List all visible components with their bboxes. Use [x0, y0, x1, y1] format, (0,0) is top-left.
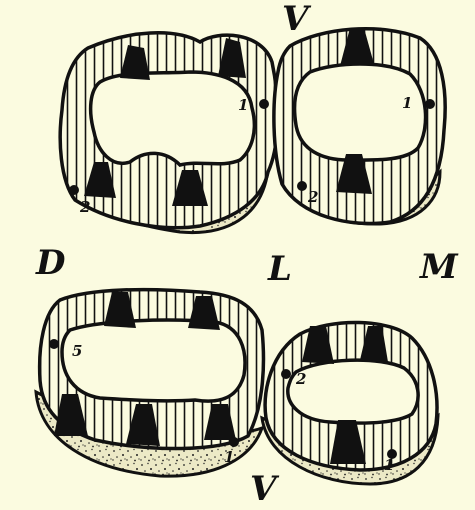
- lower-right-label-2: 2: [295, 370, 306, 388]
- upper-right-pulp-chamber: [295, 64, 426, 160]
- upper-left-label-2: 2: [79, 198, 90, 216]
- upper-right-label-2: 2: [307, 188, 318, 206]
- lower-left-tooth: 5 1: [36, 290, 263, 477]
- orientation-label-bottom: V: [250, 469, 280, 509]
- lower-left-pulp-chamber: [62, 320, 245, 401]
- upper-left-marker-dot-2: [69, 185, 79, 195]
- lower-right-pulp-chamber: [288, 360, 418, 423]
- upper-right-marker-dot-1: [425, 99, 435, 109]
- orientation-label-right: M: [419, 247, 459, 287]
- orientation-label-center: L: [267, 249, 292, 289]
- lower-left-marker-dot-2: [229, 437, 239, 447]
- upper-left-tooth: 1 2: [60, 33, 278, 233]
- orientation-label-left: D: [35, 243, 66, 283]
- upper-right-marker-dot-2: [297, 181, 307, 191]
- lower-left-label-1: 1: [224, 448, 234, 466]
- upper-right-label-1: 1: [402, 94, 412, 112]
- lower-right-label-1: 1: [384, 456, 394, 474]
- upper-right-tooth: 1 2: [274, 28, 445, 224]
- orientation-label-top: V: [282, 0, 312, 39]
- upper-left-marker-dot-1: [259, 99, 269, 109]
- lower-right-marker-dot-1: [281, 369, 291, 379]
- upper-left-pulp-chamber: [91, 72, 255, 165]
- lower-right-tooth: 2 1: [262, 322, 438, 484]
- lower-left-label-5: 5: [72, 342, 82, 360]
- upper-left-label-1: 1: [238, 96, 248, 114]
- lower-left-marker-dot-1: [49, 339, 59, 349]
